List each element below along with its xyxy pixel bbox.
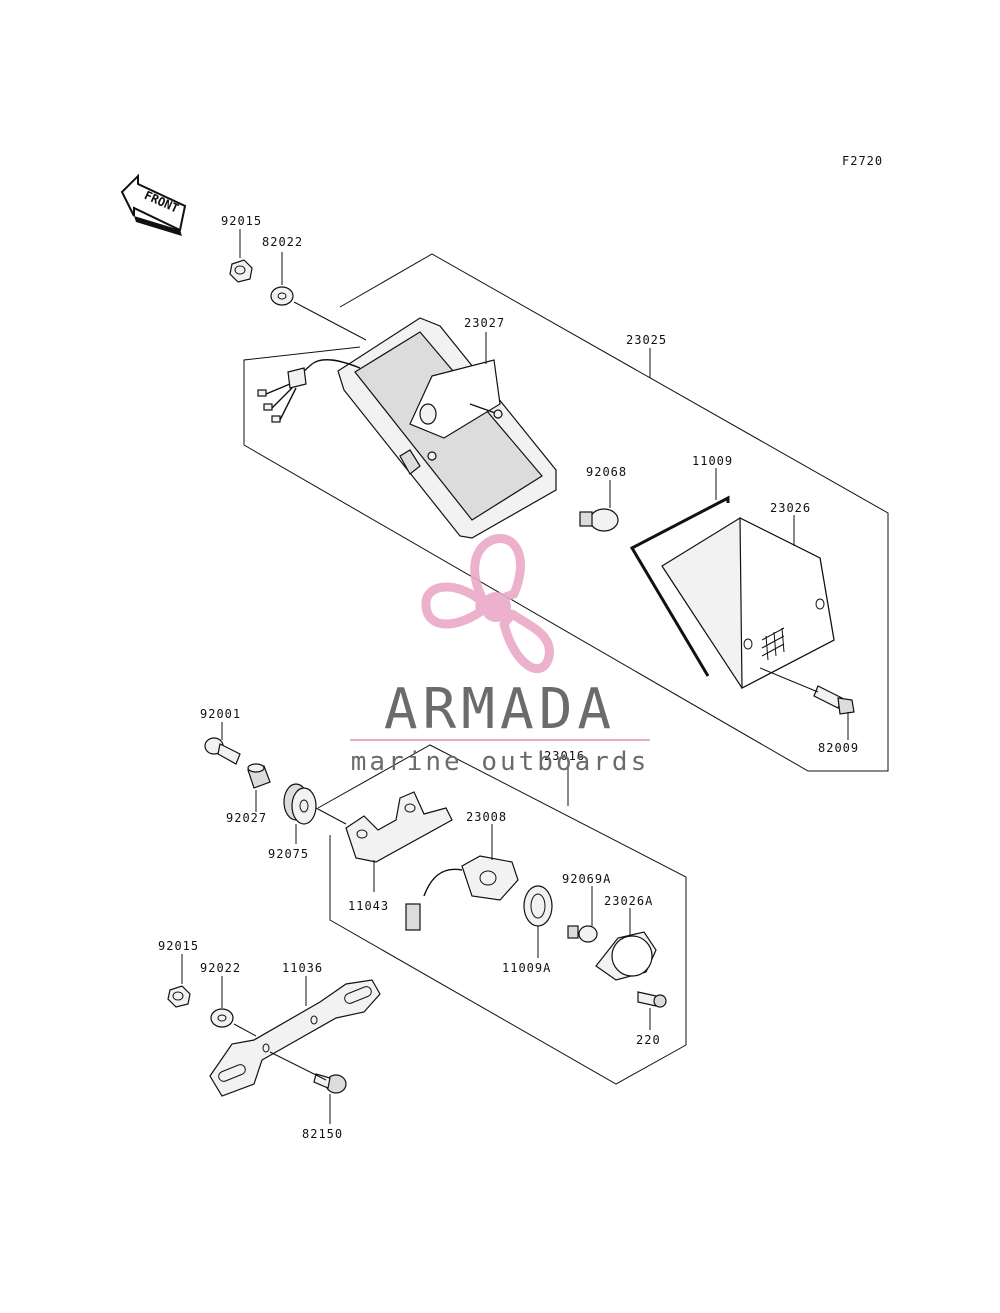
nut-92015-bottom: [167, 985, 191, 1008]
label-11036: 11036: [282, 961, 323, 975]
label-23025: 23025: [626, 333, 667, 347]
washer-82022-top: [270, 286, 294, 306]
bulb-92068: [579, 508, 619, 532]
screw-82009: [813, 685, 855, 715]
label-92069a: 92069A: [562, 872, 611, 886]
label-92075: 92075: [268, 847, 309, 861]
damper-92075: [283, 783, 317, 825]
label-92068: 92068: [586, 465, 627, 479]
watermark-brand: ARMADA: [384, 677, 616, 742]
label-23008: 23008: [466, 810, 507, 824]
label-23016: 23016: [544, 749, 585, 763]
label-92015-bottom: 92015: [158, 939, 199, 953]
label-23027: 23027: [464, 316, 505, 330]
label-92015-top: 92015: [221, 214, 262, 228]
assembly-box-23025: [243, 253, 889, 772]
screw-220: [637, 991, 667, 1008]
washer-92022: [210, 1008, 234, 1028]
lens-23026: [661, 517, 835, 689]
assembly-box-23016: [317, 744, 687, 1085]
front-arrow-icon: FRONT: [120, 173, 187, 236]
bolt-82150: [313, 1073, 347, 1094]
bolt-92001: [204, 737, 241, 765]
gasket-11009: [629, 495, 730, 677]
socket-23008: [405, 855, 519, 931]
bulb-92069a: [567, 925, 598, 943]
collar-92027: [247, 763, 271, 789]
label-82022-top: 82022: [262, 235, 303, 249]
label-11043: 11043: [348, 899, 389, 913]
plate-bracket-11036: [209, 979, 381, 1097]
bracket-11043: [345, 791, 453, 863]
label-92001: 92001: [200, 707, 241, 721]
nut-92015-top: [229, 259, 253, 283]
label-82009: 82009: [818, 741, 859, 755]
label-11009a: 11009A: [502, 961, 551, 975]
assembly-line-bolt: [269, 1051, 327, 1081]
assembly-line-washer-bottom: [233, 1023, 257, 1037]
label-92027: 92027: [226, 811, 267, 825]
label-23026a: 23026A: [604, 894, 653, 908]
armada-logo-icon: [421, 534, 554, 674]
label-23026: 23026: [770, 501, 811, 515]
label-11009: 11009: [692, 454, 733, 468]
figure-code: F2720: [842, 154, 883, 168]
lens-23026a: [595, 931, 657, 981]
tail-lamp-housing-23027: [257, 317, 557, 539]
label-92022: 92022: [200, 961, 241, 975]
label-82150: 82150: [302, 1127, 343, 1141]
label-220: 220: [636, 1033, 661, 1047]
watermark-tagline: marine outboards: [351, 747, 649, 777]
assembly-line-washer: [293, 301, 367, 341]
assembly-line-damper: [315, 807, 347, 825]
gasket-11009a: [523, 885, 553, 927]
assembly-line-screw: [759, 667, 819, 693]
